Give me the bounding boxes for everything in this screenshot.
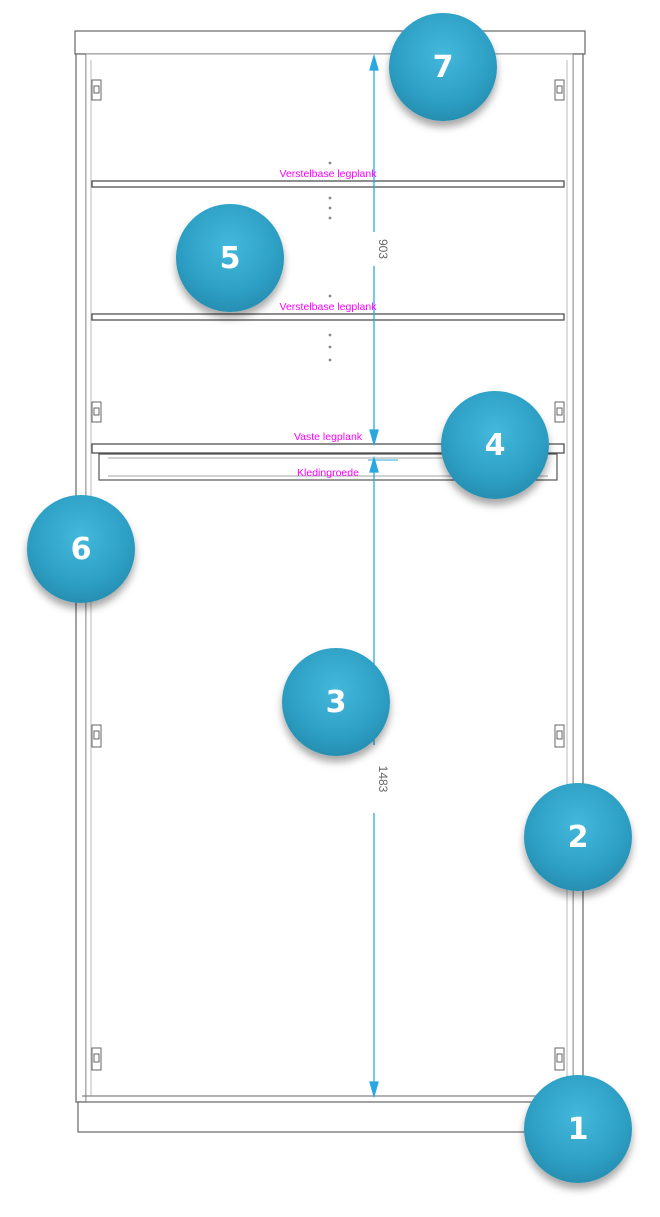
label-clothes-rail: Kledingroede	[297, 467, 359, 479]
top-panel	[74, 30, 586, 55]
adjustable-shelf-top	[91, 180, 565, 188]
bottom-plinth	[77, 1101, 585, 1133]
label-fixed-shelf: Vaste legplank	[294, 431, 363, 443]
callout-3: 3	[282, 648, 390, 756]
hinges	[91, 79, 565, 1071]
right-side-panel	[572, 53, 584, 1103]
shelf-pin-holes	[328, 161, 332, 362]
label-adjustable-shelf-top: Verstelbase legplank	[280, 168, 378, 180]
back-panel-area	[85, 53, 574, 1103]
adjustable-shelf-middle	[91, 313, 565, 321]
callout-4: 4	[441, 391, 549, 499]
callout-6: 6	[27, 495, 135, 603]
callout-2: 2	[524, 783, 632, 891]
dimension-upper-value: 903	[376, 239, 390, 259]
callout-5: 5	[176, 204, 284, 312]
callout-1: 1	[524, 1075, 632, 1183]
dimension-upper	[369, 53, 379, 447]
callout-7: 7	[389, 13, 497, 121]
dimension-lower-value: 1483	[376, 766, 390, 793]
fixed-shelf	[91, 443, 565, 454]
label-adjustable-shelf-middle: Verstelbase legplank	[280, 301, 378, 313]
